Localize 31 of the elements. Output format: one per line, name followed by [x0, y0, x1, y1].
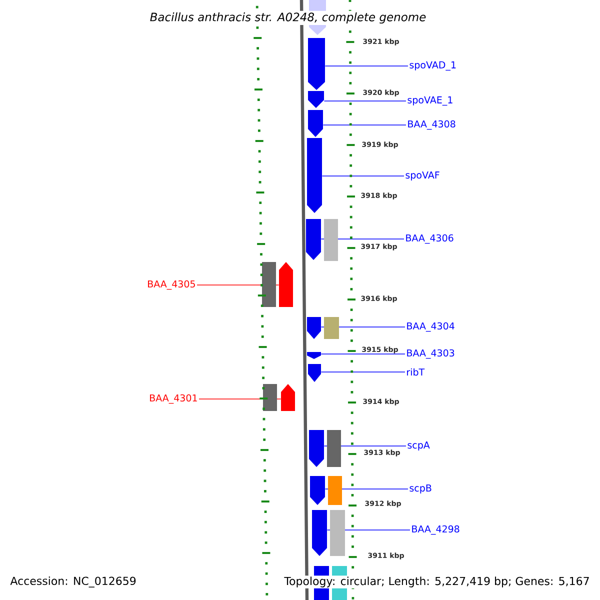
gene-feature: [309, 430, 324, 467]
gene-label: scpB: [410, 484, 432, 494]
gene-feature: [307, 317, 321, 339]
leader-line: [320, 326, 406, 328]
gene-label: BAA_4301: [150, 394, 197, 404]
gene-label: spoVAD_1: [410, 61, 456, 71]
gene-label: BAA_4308: [408, 120, 456, 130]
gene-feature: [312, 510, 327, 556]
gene-label: spoVAE_1: [408, 96, 452, 106]
gene-label: BAA_4298: [412, 525, 460, 535]
gene-label: ribT: [407, 368, 425, 376]
leader-line: [198, 398, 282, 400]
info-text: Topology: circular; Length: 5,227,419 bp; Genes: 5,167: [283, 576, 591, 588]
gene-feature: [306, 219, 321, 260]
info-text: Accession: NC_012659: [9, 576, 138, 588]
gene-feature: [307, 352, 321, 359]
leader-line: [322, 124, 406, 126]
gene-label: BAA_4305: [148, 280, 195, 290]
title: Bacillus anthracis str. A0248, complete genome: [148, 10, 428, 26]
gene-feature: [281, 384, 295, 411]
gene-feature: [308, 364, 321, 382]
gene-feature: [310, 476, 325, 505]
gene-feature: [279, 262, 293, 307]
leader-line: [324, 100, 406, 102]
gene-label: BAA_4306: [406, 234, 454, 244]
gene-label: spoVAF: [406, 172, 440, 180]
gene-feature: [308, 110, 323, 137]
gene-label: BAA_4303: [407, 349, 454, 359]
gene-feature: [308, 91, 324, 108]
gene-label: scpA: [408, 442, 430, 450]
gene-label: BAA_4304: [407, 322, 454, 332]
